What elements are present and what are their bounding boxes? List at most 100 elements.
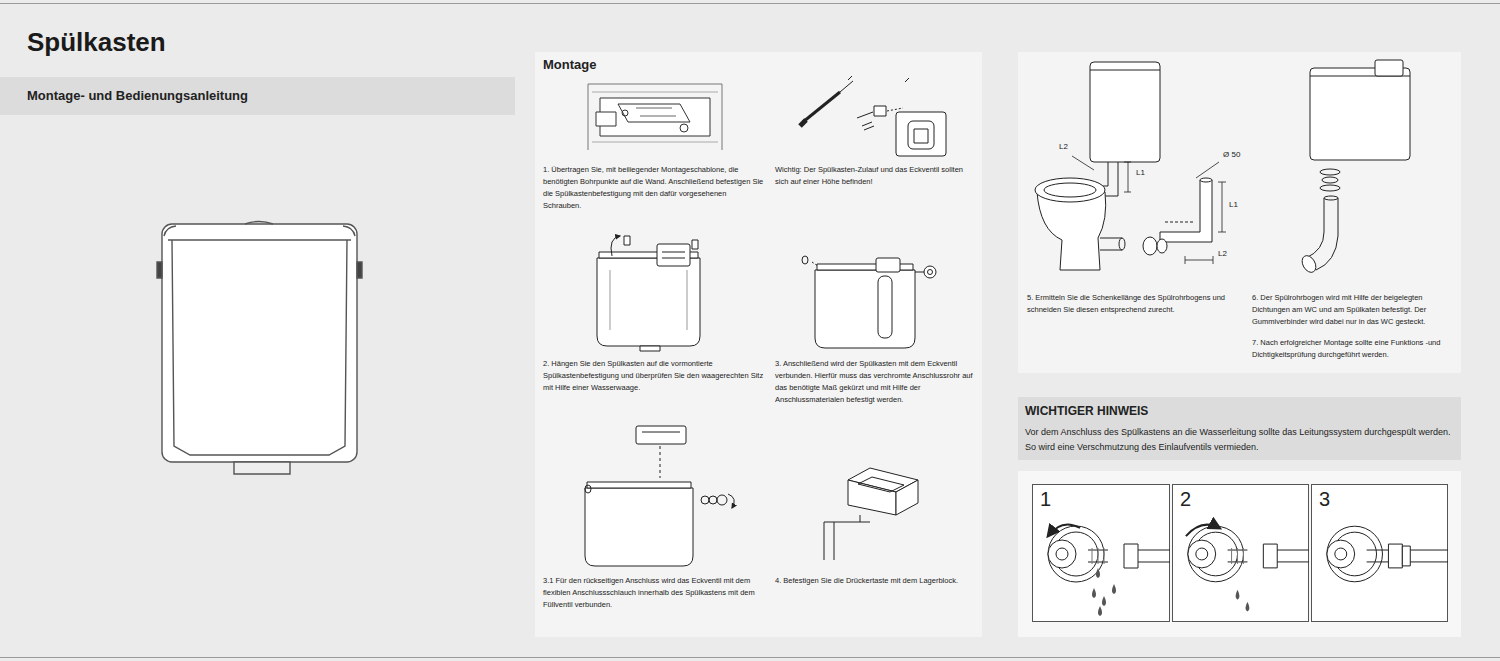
rule-line [0, 4, 1500, 658]
heading-text: Montage [543, 57, 743, 73]
cistern-rear-connection [709, 496, 717, 504]
dimension-label: L2 [1217, 249, 1228, 259]
cistern-angle-valve [802, 256, 808, 264]
cistern-with-pipe [1320, 169, 1340, 175]
cistern-with-pipe [1299, 253, 1318, 275]
angle-valve [1196, 548, 1208, 560]
cistern-hanging [597, 236, 700, 351]
angle-valve [1335, 548, 1347, 560]
cistern-hanging [662, 252, 685, 258]
toilet-with-cistern [1035, 62, 1160, 270]
text-holder: 7. Nach erfolgreicher Montage sollte ein… [1252, 337, 1452, 361]
angle-valve [1402, 546, 1410, 566]
angle-valve [1048, 526, 1104, 582]
flush-pipe-bend [1143, 178, 1212, 255]
cistern-product-view [357, 262, 362, 278]
water-drops [1092, 568, 1116, 616]
wall-template [622, 110, 628, 116]
cistern-angle-valve [928, 270, 933, 275]
toilet-with-cistern [1090, 62, 1160, 162]
heading-text: WICHTIGER HINWEIS [1025, 404, 1445, 419]
cistern-angle-valve [812, 262, 818, 266]
angle-valve-closing [1172, 484, 1309, 622]
flush-pipe-bend [1160, 180, 1212, 242]
cistern-product-view [172, 240, 347, 455]
wall-template [618, 104, 690, 122]
cistern-angle-valve [815, 270, 915, 348]
drill-and-dowel [848, 76, 909, 82]
push-button-assembly [848, 480, 896, 515]
angle-valve-connected [1311, 484, 1448, 622]
cistern-rear-connection [701, 496, 709, 504]
cistern-with-pipe [1324, 196, 1338, 200]
body-text: 6. Der Spülrohrbogen wird mit Hilfe der … [1252, 292, 1452, 328]
cistern-product-view [162, 224, 357, 462]
flush-pipe-bend [1165, 222, 1195, 223]
angle-valve [1186, 525, 1309, 582]
text-holder: 2. Hängen Sie den Spülkasten auf die vor… [543, 358, 765, 394]
body-text: 3.1 Für den rückseitigen Anschluss wird … [543, 575, 765, 611]
angle-valve [1277, 550, 1309, 562]
text-holder: 3.1 Für den rückseitigen Anschluss wird … [543, 575, 765, 611]
cistern-with-pipe [1320, 185, 1340, 191]
push-button-assembly [824, 515, 870, 560]
text-holder: 4. Befestigen Sie die Drückertaste mit d… [775, 575, 970, 587]
montage-illustrations [535, 52, 982, 637]
water-drops [1236, 590, 1240, 600]
drill-and-dowel [800, 120, 806, 126]
toilet-with-cistern [1037, 192, 1106, 270]
drill-and-dowel [887, 108, 903, 111]
text-holder: 5. Ermitteln Sie die Schenkellänge des S… [1027, 292, 1242, 316]
toilet-with-cistern [1090, 70, 1160, 71]
body-text: 1. Übertragen Sie, mit beiliegender Mont… [543, 164, 765, 212]
angle-valve [1124, 544, 1138, 568]
text-holder: 2 [1180, 487, 1210, 511]
notice-band: WICHTIGER HINWEIS Vor dem Anschluss des S… [1018, 397, 1461, 460]
water-drops [1098, 606, 1102, 616]
water-drops [1112, 584, 1116, 594]
drill-and-dowel [803, 92, 840, 122]
cistern-rear-connection [585, 488, 693, 566]
cistern-with-pipe [1322, 177, 1338, 183]
cistern-with-pipe [1299, 60, 1410, 275]
angle-valve [1263, 544, 1277, 568]
wall-template [596, 112, 616, 126]
drill-and-dowel [857, 112, 873, 118]
cistern-hanging [610, 270, 687, 330]
cistern-rear-connection [585, 426, 734, 566]
step-frame: 2 [1172, 484, 1309, 622]
angle-valve [1232, 548, 1244, 564]
dimension-label: L1 [1135, 168, 1146, 178]
body-text: Wichtig: Der Spülkasten-Zulauf und das E… [775, 164, 970, 188]
drill-and-dowel [874, 106, 886, 116]
cistern-product-view [245, 222, 273, 225]
title-holder: Spülkasten [27, 26, 166, 58]
cistern-product-view [157, 222, 362, 475]
wall-template [592, 92, 718, 142]
steps-panel: 5. Ermitteln Sie die Schenkellänge des S… [1018, 52, 1461, 373]
heading-text: Montage- und Bedienungsanleitung [27, 88, 507, 104]
cistern-product-view [164, 226, 355, 236]
text-holder: 3. Anschließend wird der Spülkasten mit … [775, 358, 973, 406]
cistern-hanging [597, 258, 700, 346]
flush-pipe-bend [1143, 237, 1157, 255]
cistern-rear-connection [717, 495, 727, 505]
body-text: 7. Nach erfolgreicher Montage sollte ein… [1252, 337, 1452, 361]
dimension-line [1185, 256, 1213, 264]
dimension-label: Ø 50 [1222, 150, 1241, 160]
header-band: Montage- und Bedienungsanleitung [0, 77, 515, 115]
water-drops [1096, 568, 1100, 578]
cistern-rear-connection [660, 446, 661, 478]
drill-and-dowel [908, 121, 934, 149]
toilet-with-cistern [1035, 178, 1105, 202]
angle-valve-open [1032, 484, 1170, 622]
cistern-rear-connection [728, 494, 734, 508]
rule-line [0, 657, 1500, 658]
rule-line [0, 3, 1500, 4]
water-drops [1092, 588, 1096, 598]
cistern-rear-connection [642, 432, 680, 433]
step-number: 1 [1040, 487, 1070, 511]
body-text: Vor dem Anschluss des Spülkastens an die… [1025, 425, 1453, 455]
